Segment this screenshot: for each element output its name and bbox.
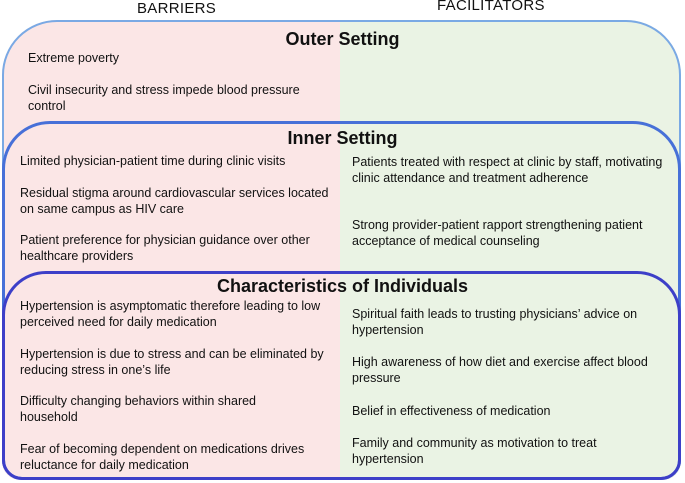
indiv-facilitator-2: High awareness of how diet and exercise … (352, 355, 648, 385)
indiv-barrier-1: Hypertension is asymptomatic therefore l… (20, 299, 321, 329)
indiv-facilitator-4: Family and community as motivation to tr… (352, 436, 597, 466)
facilitators-background (340, 20, 681, 480)
characteristics-title: Characteristics of Individuals (216, 276, 469, 296)
outer-barrier-1: Extreme poverty (28, 51, 120, 65)
indiv-barrier-2: Hypertension is due to stress and can be… (20, 347, 324, 377)
indiv-barrier-4: Fear of becoming dependent on medication… (20, 442, 305, 472)
inner-barrier-1: Limited physician-patient time during cl… (20, 154, 286, 168)
outer-barrier-2: Civil insecurity and stress impede blood… (28, 83, 300, 113)
barriers-background (2, 20, 340, 480)
inner-facilitator-1: Patients treated with respect at clinic … (352, 155, 663, 185)
indiv-facilitator-1: Spiritual faith leads to trusting physic… (352, 307, 638, 337)
inner-setting-title: Inner Setting (287, 128, 398, 148)
indiv-barrier-3: Difficulty changing behaviors within sha… (20, 394, 257, 424)
outer-setting-title: Outer Setting (285, 29, 400, 49)
inner-barrier-3: Patient preference for physician guidanc… (20, 233, 310, 263)
barriers-column-header: BARRIERS (137, 0, 217, 17)
inner-facilitator-2: Strong provider-patient rapport strength… (352, 218, 643, 248)
characteristics-frame (2, 271, 681, 480)
indiv-facilitator-3: Belief in effectiveness of medication (352, 404, 551, 418)
facilitators-column-header: FACILITATORS (437, 0, 545, 14)
inner-barrier-2: Residual stigma around cardiovascular se… (20, 186, 329, 216)
